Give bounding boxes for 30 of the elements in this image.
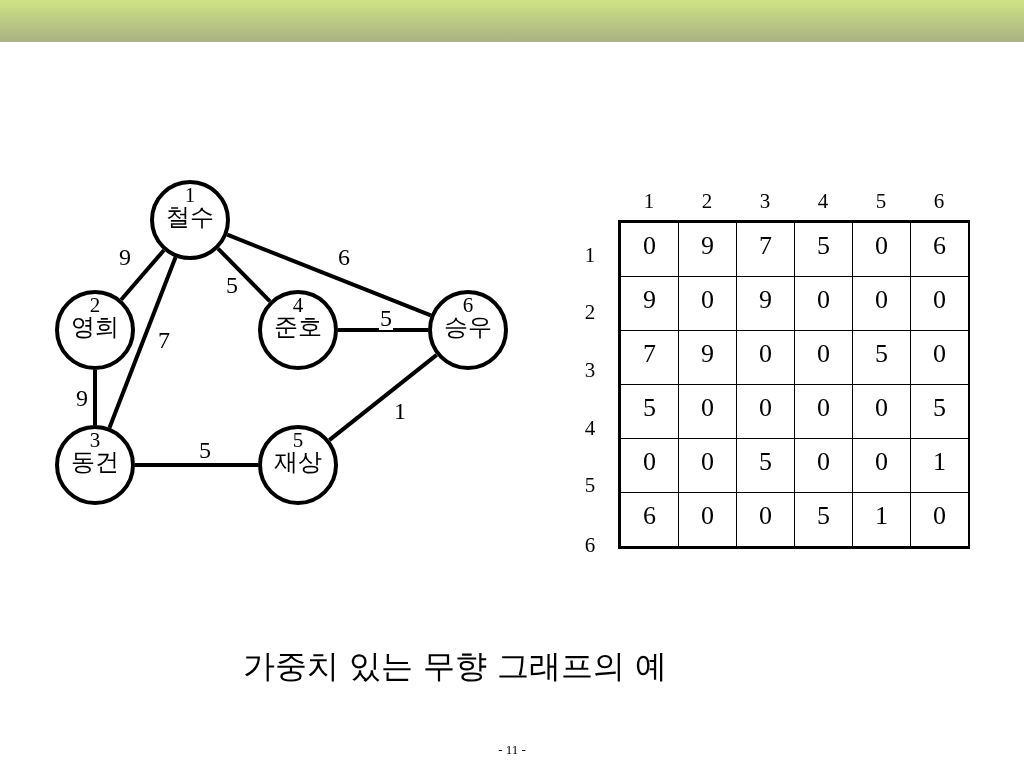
edge-line (107, 256, 178, 429)
edge-line (216, 247, 272, 303)
edge-line (226, 232, 432, 318)
row-header: 5 (583, 474, 597, 496)
node-circle (258, 425, 338, 505)
column-header: 3 (758, 190, 772, 212)
column-header: 2 (700, 190, 714, 212)
edge-line (328, 353, 438, 442)
edge-line (338, 328, 428, 332)
caption: 가중치 있는 무향 그래프의 예 (241, 646, 669, 687)
row-header: 4 (583, 417, 597, 439)
node-circle (55, 290, 135, 370)
node-circle (428, 290, 508, 370)
edge-line (93, 370, 97, 425)
edge-line (119, 248, 166, 302)
node-circle (55, 425, 135, 505)
column-header: 4 (816, 190, 830, 212)
column-header: 5 (874, 190, 888, 212)
column-header: 6 (932, 190, 946, 212)
row-header: 3 (583, 359, 597, 381)
page-number: - 11 - (497, 742, 527, 758)
node-circle (258, 290, 338, 370)
edge-line (135, 463, 258, 467)
table-cell: 0 (620, 222, 679, 277)
row-header: 1 (583, 244, 597, 266)
column-header: 1 (642, 190, 656, 212)
table-cell: 6 (620, 492, 679, 547)
node-circle (150, 180, 230, 260)
row-header: 2 (583, 301, 597, 323)
row-header: 6 (583, 534, 597, 556)
